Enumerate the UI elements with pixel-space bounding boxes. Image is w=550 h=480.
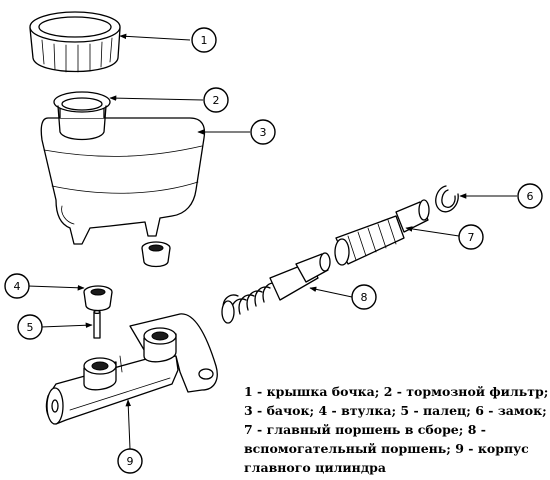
- callout-7: 7: [458, 224, 484, 250]
- callout-8: 8: [351, 284, 377, 310]
- secondary-piston: [221, 252, 331, 324]
- callout-6: 6: [517, 183, 543, 209]
- callout-4-label: 4: [14, 280, 21, 293]
- callout-2-label: 2: [213, 94, 220, 107]
- master-cylinder-body: [45, 313, 218, 425]
- callout-3-label: 3: [260, 126, 267, 139]
- callout-1-label: 1: [201, 34, 208, 47]
- callout-9: 9: [117, 448, 143, 474]
- callout-6-label: 6: [527, 190, 534, 203]
- callout-1: 1: [191, 27, 217, 53]
- bushing-left: [83, 285, 113, 312]
- callout-5: 5: [17, 314, 43, 340]
- primary-piston: [334, 199, 430, 266]
- callout-7-label: 7: [468, 231, 475, 244]
- reservoir-cap: [29, 11, 121, 73]
- bushing-right: [141, 241, 171, 268]
- reservoir-body: [40, 91, 206, 245]
- callout-2: 2: [203, 87, 229, 113]
- lock-ring: [435, 185, 459, 213]
- callout-4: 4: [4, 273, 30, 299]
- callout-3: 3: [250, 119, 276, 145]
- leader-lines: [27, 33, 517, 450]
- callout-9-label: 9: [127, 455, 134, 468]
- callout-5-label: 5: [27, 321, 34, 334]
- callout-8-label: 8: [361, 291, 368, 304]
- parts-legend-caption: 1 - крышка бочка; 2 - тормозной фильтр; …: [244, 384, 549, 475]
- brake-filter: [53, 91, 111, 141]
- pin: [93, 309, 101, 339]
